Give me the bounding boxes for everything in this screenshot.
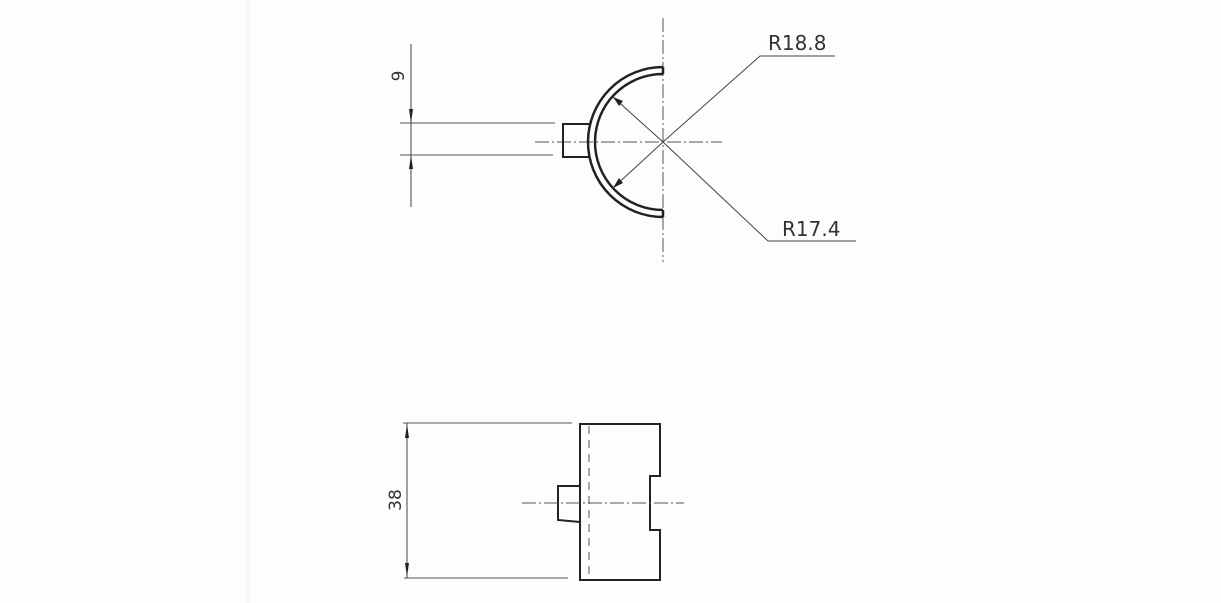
inner-arc xyxy=(593,72,664,212)
dim-arrow-top-38 xyxy=(405,424,409,438)
dim-arrow-bottom xyxy=(409,155,413,169)
label-outer-radius: R18.8 xyxy=(768,31,826,55)
top-view: 9 R18.8 R17.4 xyxy=(389,18,856,262)
dim-arrow-bottom-38 xyxy=(405,563,409,577)
radius-arrowhead-upper xyxy=(613,97,623,106)
side-view: 38 xyxy=(386,422,684,581)
radius-arrow-upper xyxy=(612,96,664,143)
dim-label-9: 9 xyxy=(389,71,409,82)
body-outline xyxy=(579,423,661,581)
outer-arc xyxy=(586,65,664,219)
label-inner-radius: R17.4 xyxy=(782,217,840,241)
tab xyxy=(562,123,590,158)
radius-arrowhead-lower xyxy=(613,178,623,188)
side-tab xyxy=(557,485,581,523)
dim-arrow-top xyxy=(409,109,413,123)
leader-r17-4 xyxy=(662,141,856,242)
radius-arrow-lower xyxy=(612,141,664,189)
leader-r18-8 xyxy=(662,55,835,143)
dim-label-38: 38 xyxy=(386,489,406,511)
